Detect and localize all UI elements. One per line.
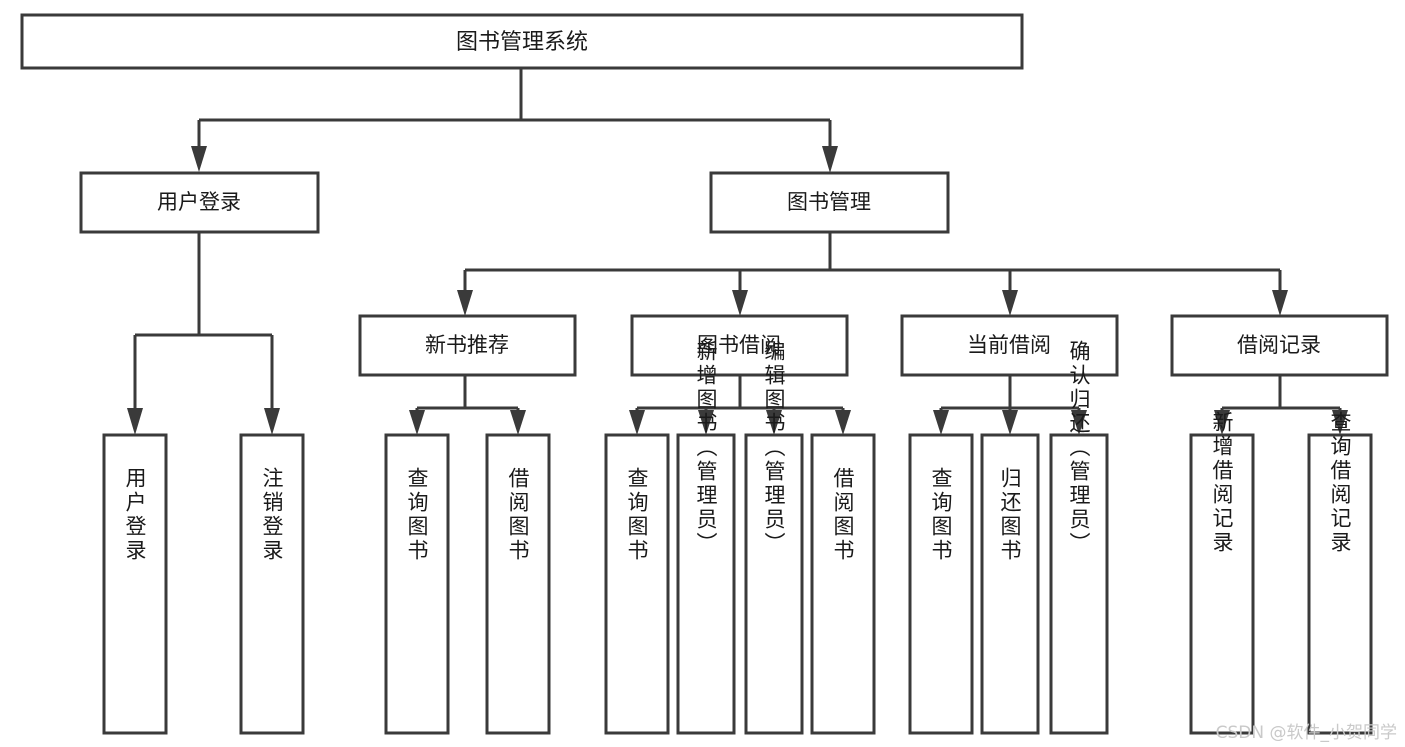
leaf-edit-book-box[interactable] xyxy=(744,433,804,735)
node-current-borrow[interactable]: 当前借阅 xyxy=(900,314,1119,377)
node-book-borrow-box[interactable] xyxy=(630,314,849,377)
leaf-query-book-3-label: 查询图书 xyxy=(929,467,953,563)
leaf-confirm-return[interactable]: 确认归还（管理员） xyxy=(1049,340,1109,735)
leaf-user-login[interactable]: 用户登录 xyxy=(102,433,168,735)
node-book-manage-box[interactable] xyxy=(709,171,950,234)
leaf-borrow-book-1[interactable]: 借阅图书 xyxy=(485,433,551,735)
leaf-return-book-box[interactable] xyxy=(980,433,1040,735)
arrow-head-leaf-edit-book xyxy=(766,410,782,435)
arrow-head-leaf-user-logout xyxy=(264,408,280,435)
connector-group-current-borrow xyxy=(933,375,1087,435)
node-borrow-record-box[interactable] xyxy=(1170,314,1389,377)
arrow-head-leaf-query-record xyxy=(1332,410,1348,435)
connector-group-new-book-rec xyxy=(409,375,526,435)
arrow-head-leaf-confirm-return xyxy=(1071,410,1087,435)
leaf-borrow-book-2[interactable]: 借阅图书 xyxy=(810,433,876,735)
leaf-user-logout[interactable]: 注销登录 xyxy=(239,433,305,735)
arrow-head-leaf-add-record xyxy=(1214,410,1230,435)
leaf-add-record[interactable]: 新增借阅记录 xyxy=(1189,411,1255,735)
leaf-query-record-label: 查询借阅记录 xyxy=(1328,411,1352,555)
arrow-head-leaf-borrow-book-2 xyxy=(835,410,851,435)
node-current-borrow-box[interactable] xyxy=(900,314,1119,377)
leaf-query-record-box[interactable] xyxy=(1307,433,1373,735)
leaf-confirm-return-label: 确认归还（管理员） xyxy=(1067,340,1091,556)
leaf-add-record-box[interactable] xyxy=(1189,433,1255,735)
leaf-user-logout-label: 注销登录 xyxy=(260,467,284,563)
connector-group-borrow-record xyxy=(1214,375,1348,435)
leaf-query-book-3[interactable]: 查询图书 xyxy=(908,433,974,735)
arrow-head-book-borrow xyxy=(732,290,748,316)
leaf-query-record[interactable]: 查询借阅记录 xyxy=(1307,411,1373,735)
node-borrow-record[interactable]: 借阅记录 xyxy=(1170,314,1389,377)
arrow-head-leaf-query-book-1 xyxy=(409,410,425,435)
arrow-head-borrow-record xyxy=(1272,290,1288,316)
leaf-borrow-book-1-box[interactable] xyxy=(485,433,551,735)
leaf-add-book-label: 新增图书（管理员） xyxy=(694,340,718,556)
leaf-query-book-2-label: 查询图书 xyxy=(625,467,649,563)
arrow-head-leaf-query-book-2 xyxy=(629,410,645,435)
arrow-head-leaf-user-login xyxy=(127,408,143,435)
leaf-borrow-book-2-box[interactable] xyxy=(810,433,876,735)
leaf-user-logout-box[interactable] xyxy=(239,433,305,735)
leaf-borrow-book-2-label: 借阅图书 xyxy=(831,467,855,563)
leaf-return-book-label: 归还图书 xyxy=(998,467,1022,563)
leaf-borrow-book-1-label: 借阅图书 xyxy=(506,467,530,563)
connector-group-book-borrow xyxy=(629,375,851,435)
leaf-add-book[interactable]: 新增图书（管理员） xyxy=(676,340,736,735)
leaf-query-book-1-label: 查询图书 xyxy=(405,467,429,563)
node-book-borrow-label: 图书借阅 xyxy=(697,333,781,357)
node-borrow-record-label: 借阅记录 xyxy=(1237,333,1321,357)
leaf-query-book-3-box[interactable] xyxy=(908,433,974,735)
arrow-head-user-login xyxy=(191,146,207,172)
arrow-head-current-borrow xyxy=(1002,290,1018,316)
arrow-head-leaf-borrow-book-1 xyxy=(510,410,526,435)
leaf-query-book-2[interactable]: 查询图书 xyxy=(604,433,670,735)
node-new-book-rec-box[interactable] xyxy=(358,314,577,377)
node-root[interactable]: 图书管理系统 xyxy=(20,13,1024,70)
node-user-login-box[interactable] xyxy=(79,171,320,234)
leaf-edit-book[interactable]: 编辑图书（管理员） xyxy=(744,340,804,735)
node-new-book-rec[interactable]: 新书推荐 xyxy=(358,314,577,377)
arrow-head-leaf-return-book xyxy=(1002,410,1018,435)
leaf-return-book[interactable]: 归还图书 xyxy=(980,433,1040,735)
leaf-query-book-2-box[interactable] xyxy=(604,433,670,735)
leaf-user-login-box[interactable] xyxy=(102,433,168,735)
node-root-label: 图书管理系统 xyxy=(456,30,588,55)
leaf-query-book-1[interactable]: 查询图书 xyxy=(384,433,450,735)
leaf-edit-book-label: 编辑图书（管理员） xyxy=(762,340,786,556)
arrow-head-leaf-add-book xyxy=(698,410,714,435)
node-book-borrow[interactable]: 图书借阅 xyxy=(630,314,849,377)
leaf-user-login-label: 用户登录 xyxy=(123,467,147,563)
arrow-head-leaf-query-book-3 xyxy=(933,410,949,435)
connector-group-book-manage xyxy=(457,232,1288,316)
node-user-login[interactable]: 用户登录 xyxy=(79,171,320,234)
node-user-login-label: 用户登录 xyxy=(157,190,241,214)
arrow-head-new-book-rec xyxy=(457,290,473,316)
node-book-manage-label: 图书管理 xyxy=(787,190,871,214)
leaf-add-book-box[interactable] xyxy=(676,433,736,735)
leaf-query-book-1-box[interactable] xyxy=(384,433,450,735)
leaf-add-record-label: 新增借阅记录 xyxy=(1210,411,1234,555)
node-current-borrow-label: 当前借阅 xyxy=(967,333,1051,357)
node-book-manage[interactable]: 图书管理 xyxy=(709,171,950,234)
node-new-book-rec-label: 新书推荐 xyxy=(425,333,509,357)
connector-group-root xyxy=(191,68,838,173)
node-root-box[interactable] xyxy=(20,13,1024,70)
leaf-confirm-return-box[interactable] xyxy=(1049,433,1109,735)
connector-group-user-login xyxy=(127,232,280,435)
arrow-head-book-manage xyxy=(822,146,838,173)
